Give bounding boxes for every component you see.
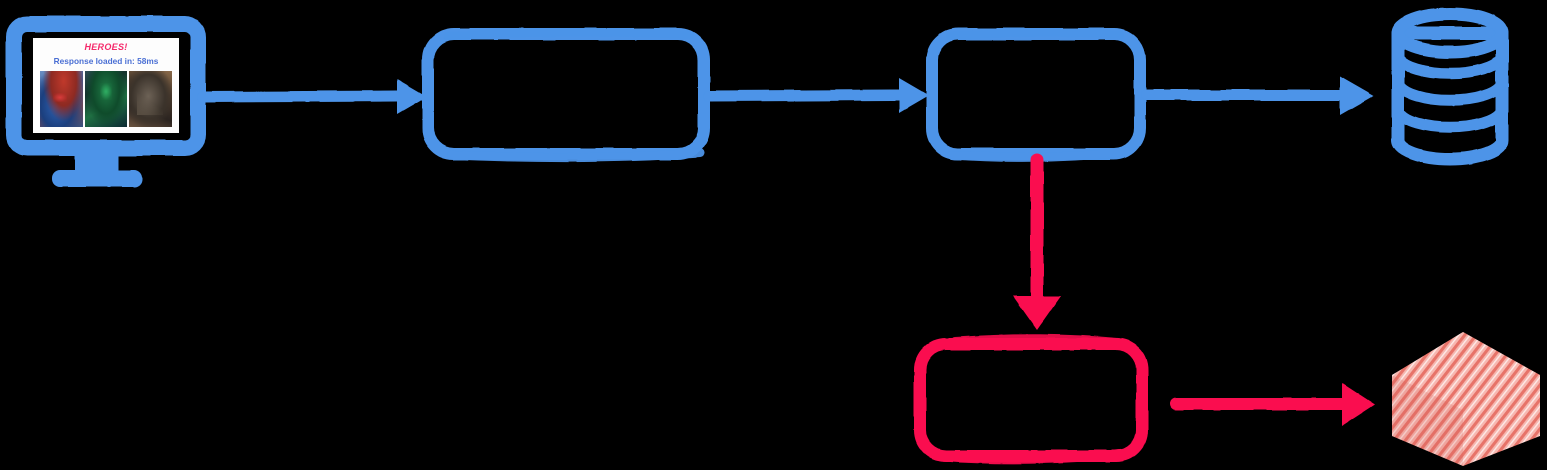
arrow-monitor-to-box1 xyxy=(197,79,427,114)
hero-card-list xyxy=(40,71,173,127)
arrow-box2-to-box3 xyxy=(1013,153,1061,330)
monitor-icon xyxy=(6,16,206,187)
database-icon[interactable] xyxy=(1391,7,1509,166)
page-title: HEROES! xyxy=(84,42,128,52)
arrow-box1-to-box2 xyxy=(703,78,929,113)
arrow-box2-to-database xyxy=(1140,76,1374,115)
browser-screen-content: HEROES! Response loaded in: 58ms xyxy=(33,38,179,133)
service-box-3[interactable] xyxy=(914,334,1148,464)
arrow-box3-to-cube xyxy=(1170,383,1375,426)
hero-card-red-blue[interactable] xyxy=(40,71,83,127)
cube-store-icon[interactable] xyxy=(1392,332,1540,466)
response-time-label: Response loaded in: 58ms xyxy=(53,56,159,66)
hero-card-warrior[interactable] xyxy=(129,71,173,127)
hero-card-green-hood[interactable] xyxy=(84,71,128,127)
